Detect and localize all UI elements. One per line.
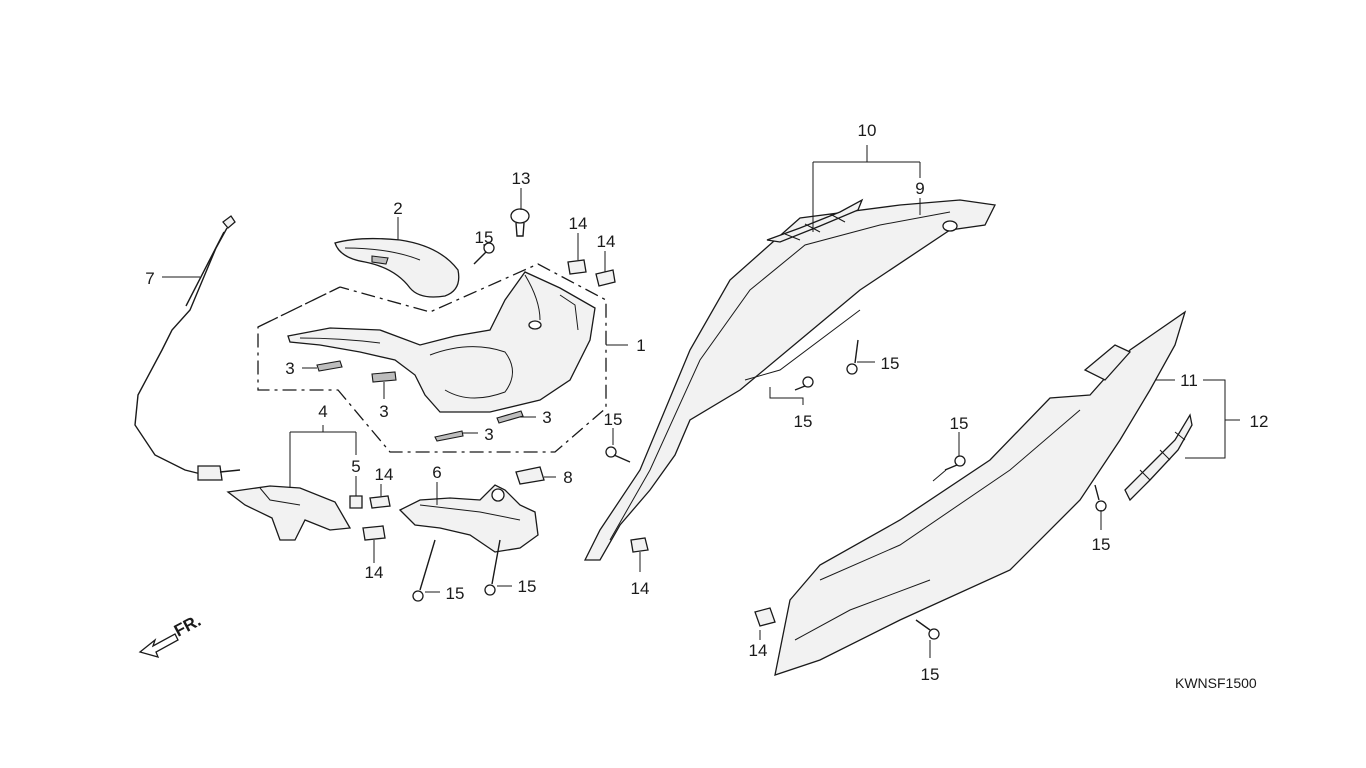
- part-15-screw-b[interactable]: [412, 539, 436, 602]
- callout-15c: 15: [518, 577, 537, 596]
- part-14-clip-nut-a[interactable]: [567, 259, 587, 275]
- part-12-emblem[interactable]: [1124, 413, 1193, 502]
- leader-lines: [162, 145, 1240, 658]
- part-8-retainer[interactable]: [515, 466, 545, 485]
- callout-14e: 14: [631, 579, 650, 598]
- part-1-assembly-outline: [257, 263, 607, 453]
- part-3-rubber-strip-4[interactable]: [434, 430, 464, 442]
- front-arrow-icon: [138, 633, 179, 658]
- callout-15g: 15: [950, 414, 969, 433]
- part-15-screw-d[interactable]: [794, 376, 814, 391]
- part-15-screw-e[interactable]: [846, 339, 859, 375]
- part-14-clip-nut-b[interactable]: [595, 269, 616, 287]
- callout-14b: 14: [597, 232, 616, 251]
- callout-10: 10: [858, 121, 877, 140]
- part-14-clip-nut-d[interactable]: [362, 525, 386, 541]
- part-15-screw-h[interactable]: [1094, 484, 1107, 512]
- callout-14a: 14: [569, 214, 588, 233]
- callout-3d: 3: [484, 425, 493, 444]
- part-15-screw-c[interactable]: [484, 539, 501, 596]
- front-direction-marker: FR.: [138, 611, 204, 658]
- part-3-rubber-strip-3[interactable]: [496, 410, 524, 424]
- callout-14f: 14: [749, 641, 768, 660]
- part-11-side-cover-right[interactable]: [774, 310, 1187, 676]
- callout-labels: 1 2 3 3 3 3 4 5 6 7 8 9 10 11 12 13 14 1…: [145, 121, 1268, 684]
- part-14-clip-nut-f[interactable]: [754, 607, 776, 627]
- callout-14d: 14: [365, 563, 384, 582]
- callout-15e: 15: [881, 354, 900, 373]
- part-2-inner-panel[interactable]: [334, 237, 460, 298]
- part-9-side-cover-left[interactable]: [583, 199, 996, 561]
- part-6-seat-bracket[interactable]: [398, 484, 539, 553]
- callout-11: 11: [1180, 371, 1198, 390]
- callout-2: 2: [393, 199, 402, 218]
- callout-14c: 14: [375, 465, 394, 484]
- callout-4: 4: [318, 402, 327, 421]
- part-15-screw-g[interactable]: [944, 455, 966, 471]
- callout-13: 13: [512, 169, 531, 188]
- callout-15d: 15: [794, 412, 813, 431]
- callout-15b: 15: [446, 584, 465, 603]
- callout-3b: 3: [379, 402, 388, 421]
- callout-5: 5: [351, 457, 360, 476]
- part-4-seat-latch[interactable]: [226, 485, 352, 541]
- part-15-screw-i[interactable]: [915, 619, 940, 640]
- part-10-emblem[interactable]: [766, 198, 864, 243]
- part-14-clip-nut-e[interactable]: [630, 537, 649, 553]
- callout-3c: 3: [542, 408, 551, 427]
- callout-9: 9: [915, 179, 924, 198]
- part-3-rubber-strip-2[interactable]: [371, 371, 397, 383]
- callout-6: 6: [432, 463, 441, 482]
- diagram-code: KWNSF1500: [1175, 675, 1257, 691]
- callout-3a: 3: [285, 359, 294, 378]
- callout-12: 12: [1250, 412, 1269, 431]
- part-3-rubber-strip-1[interactable]: [316, 360, 343, 372]
- part-1-center-cover[interactable]: [287, 271, 596, 413]
- callout-15i: 15: [921, 665, 940, 684]
- callout-7: 7: [145, 269, 154, 288]
- callout-1: 1: [636, 336, 645, 355]
- part-7-seat-lock-cable[interactable]: [134, 215, 241, 481]
- callout-15f: 15: [604, 410, 623, 429]
- part-13-trim-clip[interactable]: [510, 208, 530, 237]
- callout-15h: 15: [1092, 535, 1111, 554]
- part-15-screw-a[interactable]: [473, 242, 495, 265]
- part-15-screw-f[interactable]: [605, 446, 631, 463]
- part-14-clip-nut-c[interactable]: [369, 495, 391, 509]
- part-5-collar[interactable]: [349, 495, 363, 509]
- callout-15a: 15: [475, 228, 494, 247]
- callout-8: 8: [563, 468, 572, 487]
